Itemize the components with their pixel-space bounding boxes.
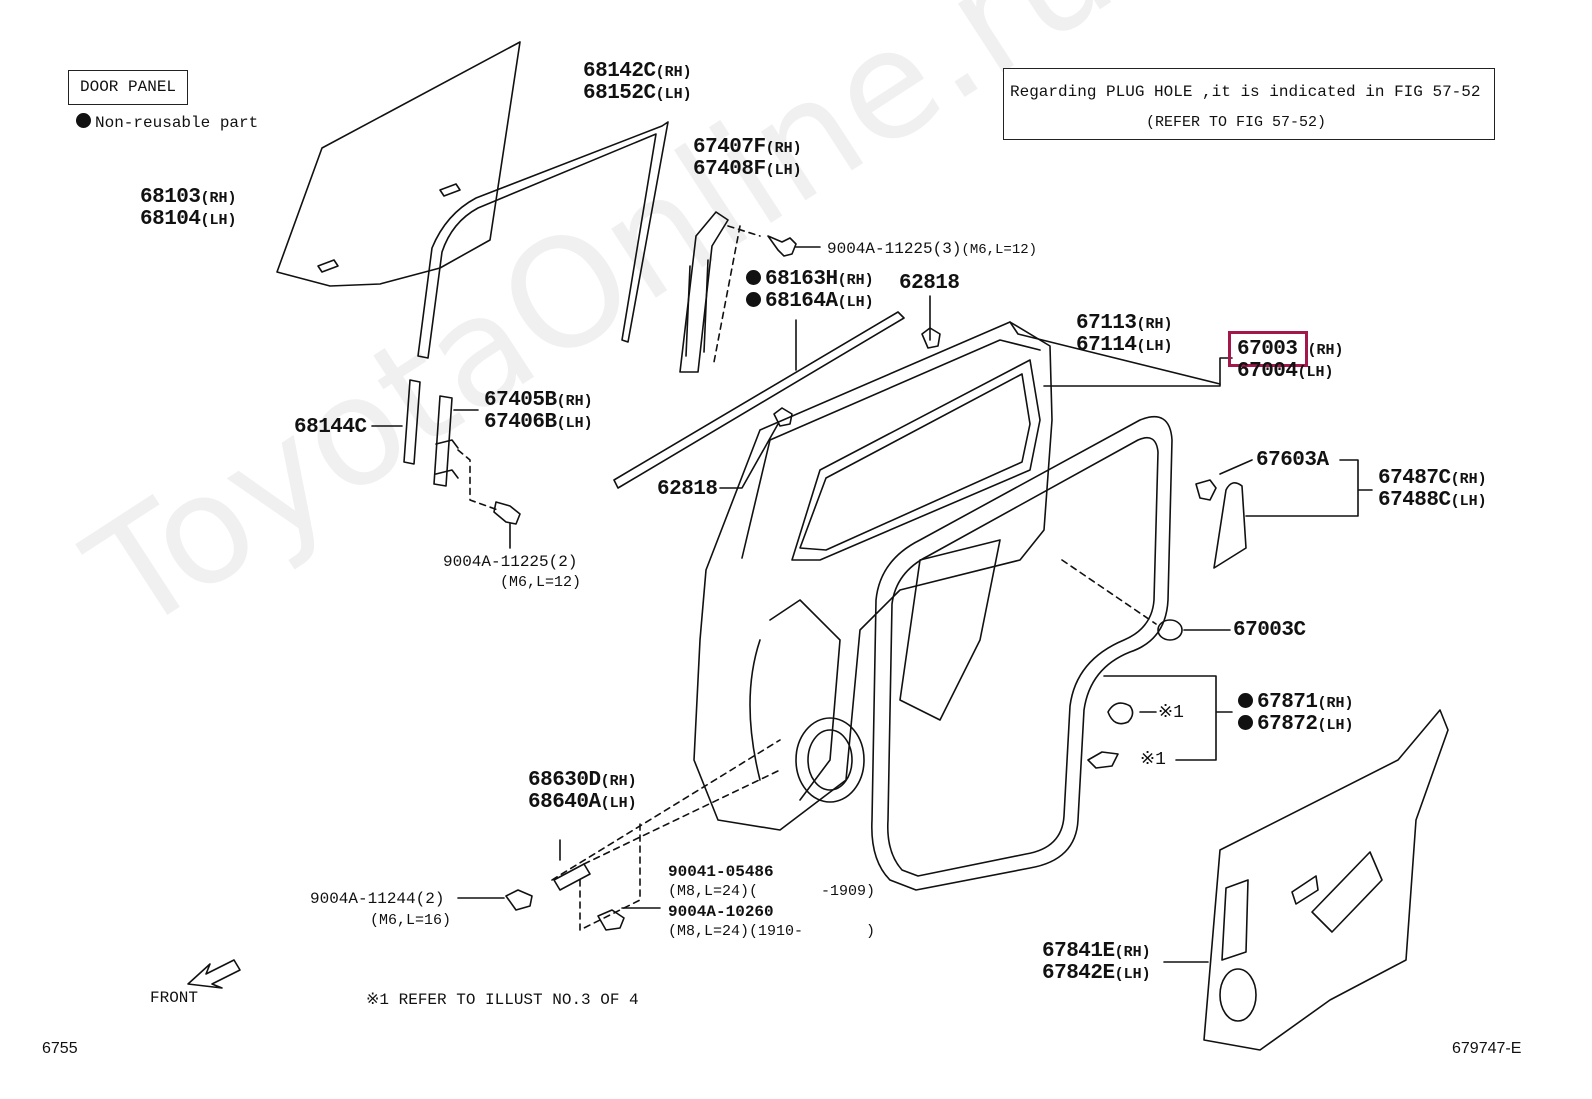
clip-62818-mid bbox=[773, 407, 793, 427]
callout-67408f[interactable]: 67408F(LH) bbox=[693, 158, 802, 181]
legend-box bbox=[68, 70, 188, 105]
lower-bolt-drawing bbox=[505, 889, 533, 911]
non-reusable-dot-icon bbox=[746, 292, 761, 307]
callout-67487c[interactable]: 67487C(RH) bbox=[1378, 467, 1487, 490]
callout-bolt-lower-spec: (M6,L=16) bbox=[370, 912, 452, 929]
callout-67872[interactable]: 67872(LH) bbox=[1238, 714, 1354, 735]
door-glass-drawing bbox=[276, 41, 521, 287]
callout-68144c[interactable]: 68144C bbox=[294, 416, 367, 439]
upper-bolt-drawing bbox=[767, 235, 797, 257]
non-reusable-dot-icon bbox=[1238, 715, 1253, 730]
callout-67603a[interactable]: 67603A bbox=[1256, 449, 1329, 472]
callout-bolt-lower[interactable]: 9004A-11244(2) bbox=[310, 890, 445, 908]
belt-moulding-drawing bbox=[613, 311, 905, 489]
channel-67405b-drawing bbox=[433, 395, 453, 487]
callout-62818-mid[interactable]: 62818 bbox=[657, 478, 718, 501]
refer-line-1: Regarding PLUG HOLE ,it is indicated in … bbox=[1010, 83, 1481, 101]
mid-bolt-drawing bbox=[493, 501, 521, 525]
legend-title: DOOR PANEL bbox=[80, 78, 177, 96]
callout-67871[interactable]: 67871(RH) bbox=[1238, 692, 1354, 713]
clip-62818-top bbox=[921, 327, 941, 349]
door-check-drawing bbox=[553, 863, 591, 891]
callout-68164a[interactable]: 68164A(LH) bbox=[746, 291, 874, 312]
speaker-grille bbox=[1219, 968, 1257, 1022]
clip-ref1-b bbox=[1087, 751, 1119, 769]
callout-67003c[interactable]: 67003C bbox=[1233, 619, 1306, 642]
callout-bolt-mid-spec: (M6,L=12) bbox=[500, 574, 582, 591]
front-label: FRONT bbox=[150, 989, 199, 1007]
callout-9004a-10260[interactable]: 9004A-10260 bbox=[668, 903, 774, 921]
callout-ref1-a[interactable]: ※1 bbox=[1158, 703, 1184, 723]
refer-box bbox=[1003, 68, 1495, 140]
clip-67003c bbox=[1157, 619, 1183, 641]
callout-68163h[interactable]: 68163H(RH) bbox=[746, 269, 874, 290]
non-reusable-dot-icon bbox=[1238, 693, 1253, 708]
door-shell-drawing bbox=[693, 321, 1053, 831]
callout-68640a[interactable]: 68640A(LH) bbox=[528, 791, 637, 814]
footer-left-code: 6755 bbox=[42, 1040, 78, 1057]
reference-note: ※1 REFER TO ILLUST NO.3 OF 4 bbox=[366, 991, 639, 1009]
callout-62818-top[interactable]: 62818 bbox=[899, 272, 960, 295]
callout-68142c[interactable]: 68142C(RH) bbox=[583, 60, 692, 83]
callout-67114[interactable]: 67114(LH) bbox=[1076, 334, 1173, 357]
callout-90041-spec: (M8,L=24)( -1909) bbox=[668, 883, 876, 900]
callout-67488c[interactable]: 67488C(LH) bbox=[1378, 489, 1487, 512]
callout-67841e[interactable]: 67841E(RH) bbox=[1042, 940, 1151, 963]
callout-67004[interactable]: 67004(LH) bbox=[1237, 360, 1334, 383]
rear-channel-drawing bbox=[679, 211, 729, 373]
front-arrow-icon bbox=[187, 959, 241, 989]
legend-note: Non-reusable part bbox=[76, 113, 258, 131]
insulator-67487c-drawing bbox=[1213, 482, 1247, 569]
callout-9004a-10260-spec: (M8,L=24)(1910- ) bbox=[668, 923, 876, 940]
weatherstrip-drawing bbox=[871, 415, 1173, 891]
callout-67113[interactable]: 67113(RH) bbox=[1076, 312, 1173, 335]
callout-68104[interactable]: 68104(LH) bbox=[140, 208, 237, 231]
callout-67405b[interactable]: 67405B(RH) bbox=[484, 389, 593, 412]
callout-67842e[interactable]: 67842E(LH) bbox=[1042, 962, 1151, 985]
door-trim-panel-drawing bbox=[1203, 709, 1449, 1051]
callout-68103[interactable]: 68103(RH) bbox=[140, 186, 237, 209]
run-channel-drawing bbox=[417, 121, 669, 359]
refer-line-2: (REFER TO FIG 57-52) bbox=[1146, 114, 1327, 131]
highlight-67003 bbox=[1228, 331, 1308, 367]
non-reusable-dot-icon bbox=[746, 270, 761, 285]
channel-68144c-drawing bbox=[403, 379, 421, 465]
callout-67406b[interactable]: 67406B(LH) bbox=[484, 411, 593, 434]
bolt-9004a-10260-drawing bbox=[597, 909, 625, 931]
trim-pocket bbox=[1221, 879, 1249, 961]
callout-bolt-mid[interactable]: 9004A-11225(2) bbox=[443, 553, 578, 571]
footer-right-code: 679747-E bbox=[1452, 1040, 1522, 1057]
callout-ref1-b[interactable]: ※1 bbox=[1140, 750, 1166, 770]
callout-67407f[interactable]: 67407F(RH) bbox=[693, 136, 802, 159]
glass-clip-2 bbox=[317, 259, 339, 273]
clip-67603a bbox=[1195, 479, 1217, 501]
callout-68152c[interactable]: 68152C(LH) bbox=[583, 82, 692, 105]
callout-90041[interactable]: 90041-05486 bbox=[668, 863, 774, 881]
callout-68630d[interactable]: 68630D(RH) bbox=[528, 769, 637, 792]
callout-bolt-upper[interactable]: 9004A-11225(3)(M6,L=12) bbox=[827, 240, 1038, 258]
glass-clip-1 bbox=[439, 183, 461, 197]
clip-ref1-a bbox=[1107, 702, 1134, 725]
non-reusable-dot-icon bbox=[76, 113, 91, 128]
callout-67003[interactable]: 67003(RH) bbox=[1237, 338, 1344, 361]
